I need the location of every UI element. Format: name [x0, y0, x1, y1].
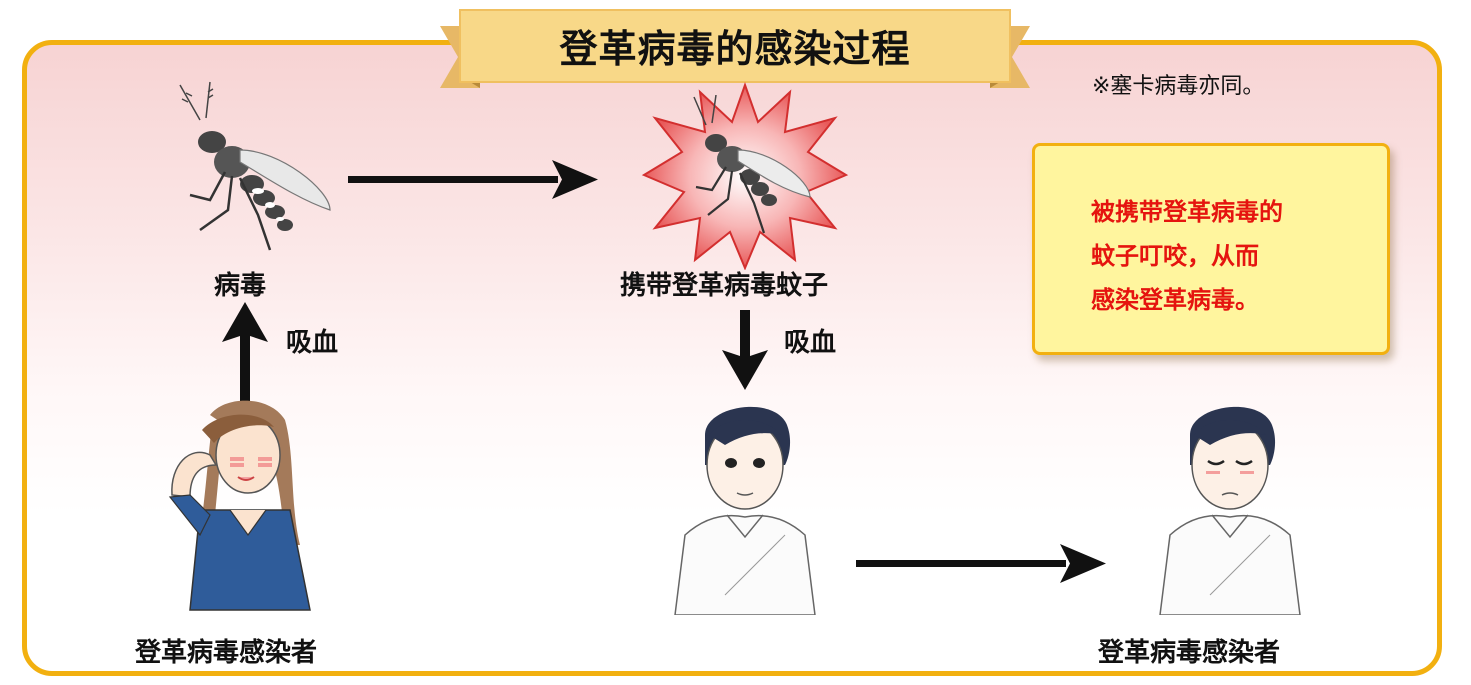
- label-infected-right: 登革病毒感染者: [1098, 638, 1281, 668]
- title-banner: 登革病毒的感染过程: [440, 8, 1030, 92]
- callout-line-2: 蚊子叮咬，从而: [1091, 242, 1259, 270]
- label-bite-right: 吸血: [784, 328, 837, 358]
- arrow-right-icon-2: [856, 544, 1106, 583]
- banner-ribbon-icon: [440, 9, 1030, 88]
- healthy-man-icon: [674, 406, 816, 615]
- label-carrier-mosquito: 携带登革病毒蚊子: [620, 271, 829, 301]
- callout-line-1: 被携带登革病毒的: [1091, 198, 1283, 226]
- explanation-callout: 被携带登革病毒的 蚊子叮咬，从而 感染登革病毒。: [1032, 143, 1390, 355]
- infected-mosquito-icon: [693, 95, 811, 234]
- label-virus: 病毒: [214, 271, 267, 301]
- callout-line-3: 感染登革病毒。: [1091, 286, 1259, 314]
- sick-man-icon: [1159, 406, 1301, 615]
- arrow-right-icon: [348, 160, 598, 199]
- arrow-down-icon: [722, 310, 768, 390]
- zika-note: ※塞卡病毒亦同。: [1092, 74, 1265, 99]
- mosquito-icon: [179, 81, 331, 251]
- label-bite-left: 吸血: [286, 328, 339, 358]
- page-title: 登革病毒的感染过程: [559, 26, 911, 71]
- arrow-up-icon: [222, 302, 268, 402]
- label-infected-left: 登革病毒感染者: [135, 638, 318, 668]
- sick-woman-icon: [168, 400, 311, 611]
